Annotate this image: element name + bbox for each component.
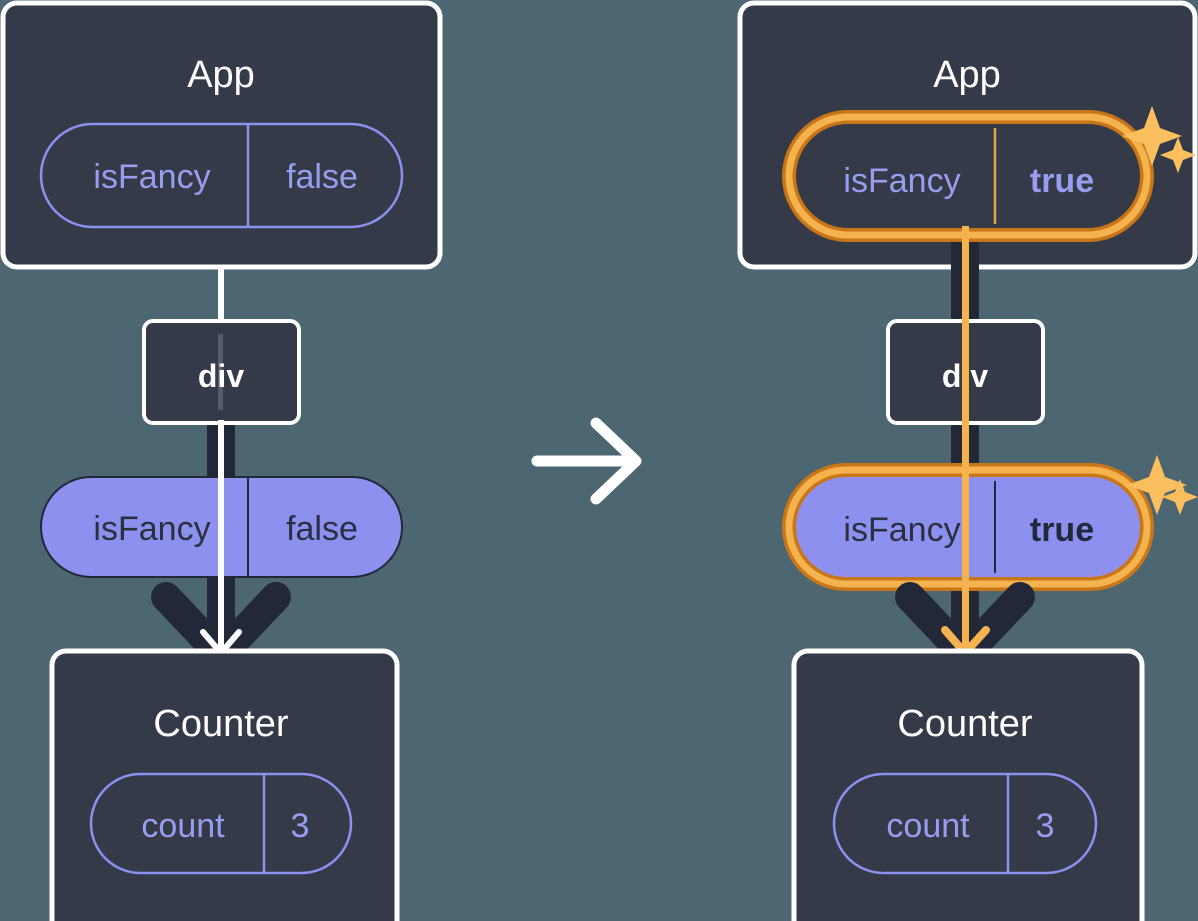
flow-shaft-amber-after [962,226,969,650]
panel-after: App isFancy true div [737,0,1198,921]
app-state-pill-after[interactable]: isFancy true [782,110,1154,242]
div-box-before[interactable]: div [142,319,301,425]
div-inner-line-before [218,334,223,410]
panel-before: App isFancy false div isFancy [0,0,443,921]
transition-arrow-right-icon [531,417,642,505]
app-title-after: App [933,54,1001,96]
sparkle-small-icon-prop [1162,479,1198,515]
connector-app-to-div-before [218,262,224,332]
counter-title-after: Counter [897,703,1033,745]
div-label-before: div [198,358,244,394]
counter-box-before[interactable]: Counter [49,648,400,921]
counter-box-rect-before [49,648,400,921]
pill-outline-before [39,122,404,229]
app-title-before: App [187,54,255,96]
counter-state-value-before: 3 [291,807,310,845]
flow-shaft-light-before [218,420,224,650]
sparkles-icon-app-after [1122,106,1196,173]
app-state-value-after: true [1030,162,1094,200]
app-state-key-before: isFancy [93,158,210,196]
counter-state-pill-before[interactable]: count 3 [89,772,353,875]
counter-pill-outline-before [89,772,353,875]
counter-box-after[interactable]: Counter [791,648,1145,921]
app-state-value-before: false [286,158,358,196]
app-box-before[interactable]: App [0,0,443,270]
counter-state-key-before: count [141,807,225,845]
sparkle-large-icon-app [1122,106,1182,166]
prop-value-before: false [286,510,358,548]
app-state-key-after: isFancy [843,162,960,200]
prop-value-after: true [1030,511,1094,549]
counter-state-key-after: count [886,807,970,845]
sparkle-small-icon-app [1160,137,1196,173]
counter-state-value-after: 3 [1036,807,1055,845]
counter-box-rect-after [791,648,1145,921]
prop-key-after: isFancy [843,511,960,549]
counter-pill-outline-after [832,772,1098,875]
counter-title-before: Counter [153,703,289,745]
app-box-rect-before [0,0,443,270]
app-state-pill-before[interactable]: isFancy false [39,122,404,229]
prop-key-before: isFancy [93,510,210,548]
sparkle-large-icon-prop [1127,455,1187,515]
sparkles-icon-prop-after [1127,455,1198,515]
counter-state-pill-after[interactable]: count 3 [832,772,1098,875]
